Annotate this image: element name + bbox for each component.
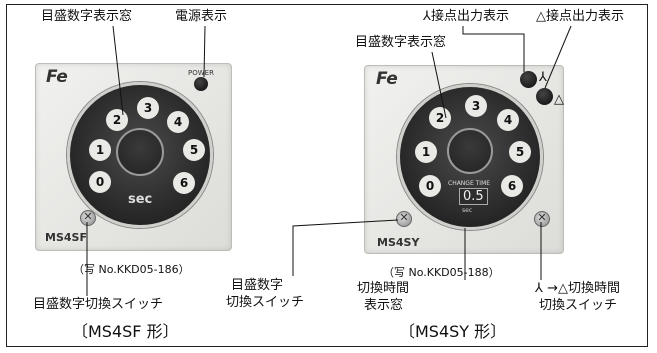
screw-slot-icon: ✕	[537, 211, 547, 224]
leader-power	[203, 25, 206, 78]
power-indicator-label: 電源表示	[175, 9, 228, 24]
dial-number-0: 0	[419, 175, 441, 197]
dial-number-1: 1	[415, 141, 437, 163]
y-contact-lamp	[520, 71, 537, 88]
change-time-value: 0.5	[459, 188, 488, 205]
change-time-unit: sec	[462, 207, 473, 214]
dial-number-3: 3	[137, 97, 159, 119]
dial-hub	[116, 128, 164, 176]
leader-delta-contact	[544, 25, 572, 89]
dial-number-6: 6	[173, 172, 195, 194]
leader-scale-switch-right	[292, 219, 399, 276]
screw-slot-icon: ✕	[399, 211, 409, 224]
time-window-label-line1: 切換時間	[357, 281, 410, 296]
dial-number-0: 0	[89, 171, 111, 193]
scale-window-label: 目盛数字表示窓	[41, 9, 133, 24]
scale-switch-label-line1: 目盛数字	[231, 278, 284, 293]
delta-mark: △	[554, 92, 564, 107]
dial-number-5: 5	[183, 139, 205, 161]
figure-frame	[6, 4, 648, 347]
y-mark: ⅄	[539, 70, 547, 85]
screw-slot-icon: ✕	[83, 210, 93, 223]
leader-scale-window-right	[431, 51, 447, 119]
dial-number-4: 4	[497, 109, 519, 131]
dial-number-1: 1	[89, 139, 111, 161]
scale-switch-label: 目盛数字切換スイッチ	[33, 297, 164, 312]
dial-number-5: 5	[509, 141, 531, 163]
model-label: MS4SF	[45, 231, 87, 244]
dial-number-4: 4	[167, 111, 189, 133]
time-window-label-line2: 表示窓	[364, 298, 404, 313]
delta-contact-label: △接点出力表示	[536, 9, 624, 24]
power-text: POWER	[188, 69, 214, 77]
change-time-switch-screw[interactable]: ✕	[534, 211, 550, 227]
caption-ms4sf: 〔MS4SF 形〕	[72, 322, 179, 341]
power-lamp	[194, 77, 208, 91]
scale-switch-label-line2: 切換スイッチ	[226, 295, 305, 310]
dial-hub	[447, 128, 493, 174]
time-switch-label-line1: ⅄ →△切換時間	[535, 281, 620, 296]
leader-y-contact	[462, 26, 525, 72]
brand-logo: Fe	[376, 69, 398, 89]
scale-switch-screw[interactable]: ✕	[80, 210, 96, 226]
photo-ref-left: （写 No.KKD05-186）	[73, 263, 190, 276]
leader-scale-window-left	[112, 25, 124, 116]
dial-number-2: 2	[429, 107, 451, 129]
time-switch-label-line2: 切換スイッチ	[539, 298, 618, 313]
dial-number-6: 6	[501, 175, 523, 197]
change-time-title: CHANGE TIME	[448, 180, 491, 187]
caption-ms4sy: 〔MS4SY 形〕	[399, 322, 507, 341]
model-label: MS4SY	[377, 236, 420, 249]
brand-logo: Fe	[46, 67, 68, 87]
y-contact-label: ⅄接点出力表示	[423, 9, 509, 24]
dial-number-3: 3	[465, 95, 487, 117]
scale-switch-screw[interactable]: ✕	[396, 211, 412, 227]
dial-unit-label: sec	[128, 192, 153, 207]
delta-contact-lamp	[536, 88, 553, 105]
photo-ref-right: （写 No.KKD05-188）	[383, 266, 500, 279]
scale-window-label: 目盛数字表示窓	[355, 35, 447, 50]
